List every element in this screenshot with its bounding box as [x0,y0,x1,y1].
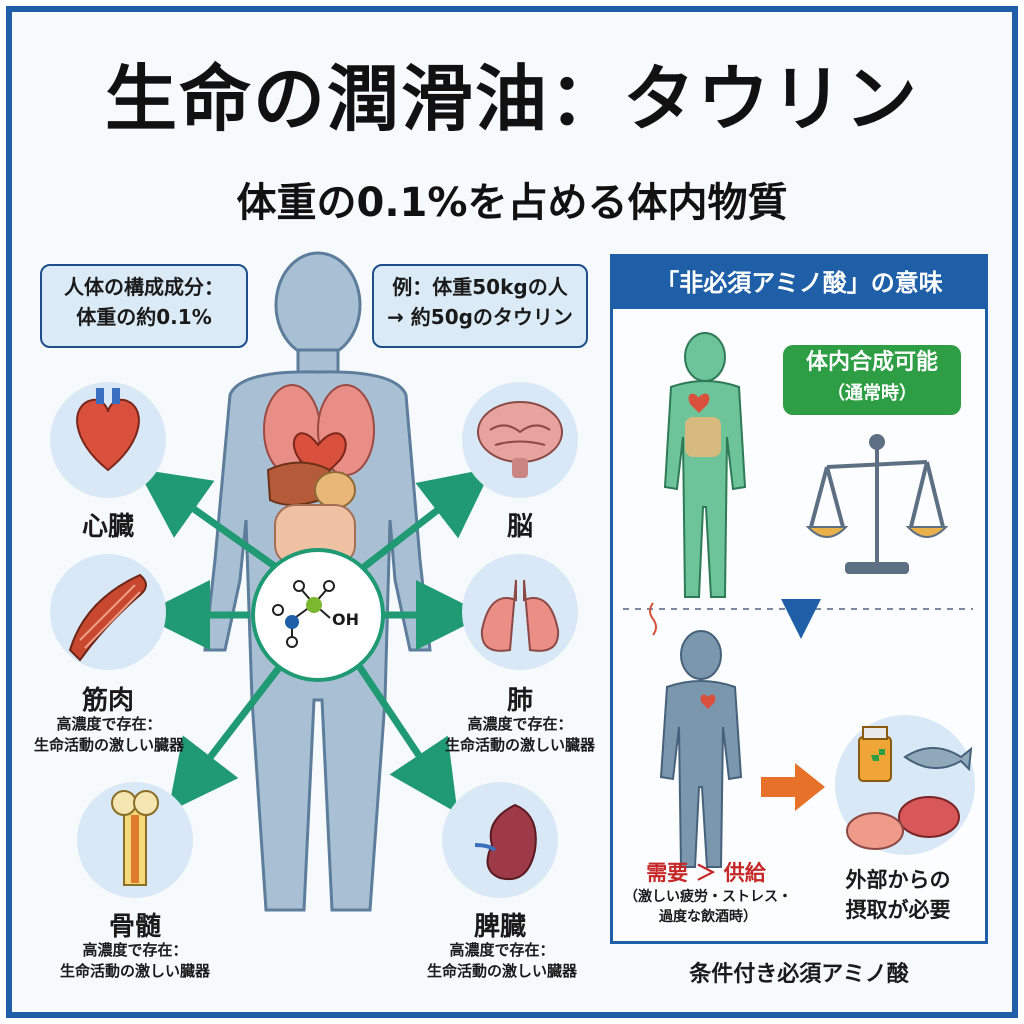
panel-header: 「非必須アミノ酸」の意味 [613,257,985,309]
conditional-essential-label: 条件付き必須アミノ酸 [689,962,909,987]
composition-line2: 体重の約0.1% [76,305,212,329]
lung-label: 肺 [506,686,533,716]
bone-marrow-label: 骨髄 [108,912,161,942]
synthesis-note: （通常時） [827,383,917,404]
fish-icon [903,746,973,772]
example-callout: 例：体重50kgの人 → 約50gのタウリン [372,264,588,348]
balance-scale-icon [809,442,945,567]
synthesis-label: 体内合成可能 [805,350,938,375]
demand-note: （激しい疲労・ストレス・ 過度な飲酒時） [624,889,792,925]
bone-marrow-note: 高濃度で存在： 生命活動の激しい臓器 [59,941,210,980]
spleen-label: 脾臓 [473,912,526,942]
nitrogen-atom [285,615,299,629]
organ-arrows [137,467,493,814]
intake-arrow-icon [761,763,825,811]
sulfur-atom [306,597,322,613]
example-line1: 例：体重50kgの人 [392,275,568,299]
lung-note: 高濃度で存在： 生命活動の激しい臓器 [444,715,595,754]
brain-label: 脳 [506,512,533,542]
page-title: 生命の潤滑油：タウリン [104,57,919,141]
demand-label: 需要 ＞ 供給 [646,861,766,885]
composition-line1: 人体の構成成分： [64,275,224,299]
panel-illustrations [623,332,975,868]
stomach-organ [314,471,356,509]
molecule-oh-label: OH [332,610,359,629]
non-essential-panel: 「非必須アミノ酸」の意味 [610,254,988,944]
composition-callout: 人体の構成成分： 体重の約0.1% [40,264,248,348]
muscle-label: 筋肉 [81,686,134,716]
example-line2: → 約50gのタウリン [387,305,573,329]
spleen-note: 高濃度で存在： 生命活動の激しい臓器 [426,941,577,980]
muscle-note: 高濃度で存在： 生命活動の激しい臓器 [33,715,184,754]
salmon-icon [846,812,904,850]
down-triangle-icon [781,599,821,639]
meat-icon [898,796,960,838]
synthesis-bubble: 体内合成可能 （通常時） [783,345,961,415]
intake-label: 外部からの 摂取が必要 [845,868,951,922]
heart-label: 心臓 [81,512,134,542]
tired-figure [659,630,743,868]
page-subtitle: 体重の0.1%を占める体内物質 [236,180,788,226]
taurine-molecule-circle [251,548,385,682]
healthy-figure [663,332,747,598]
